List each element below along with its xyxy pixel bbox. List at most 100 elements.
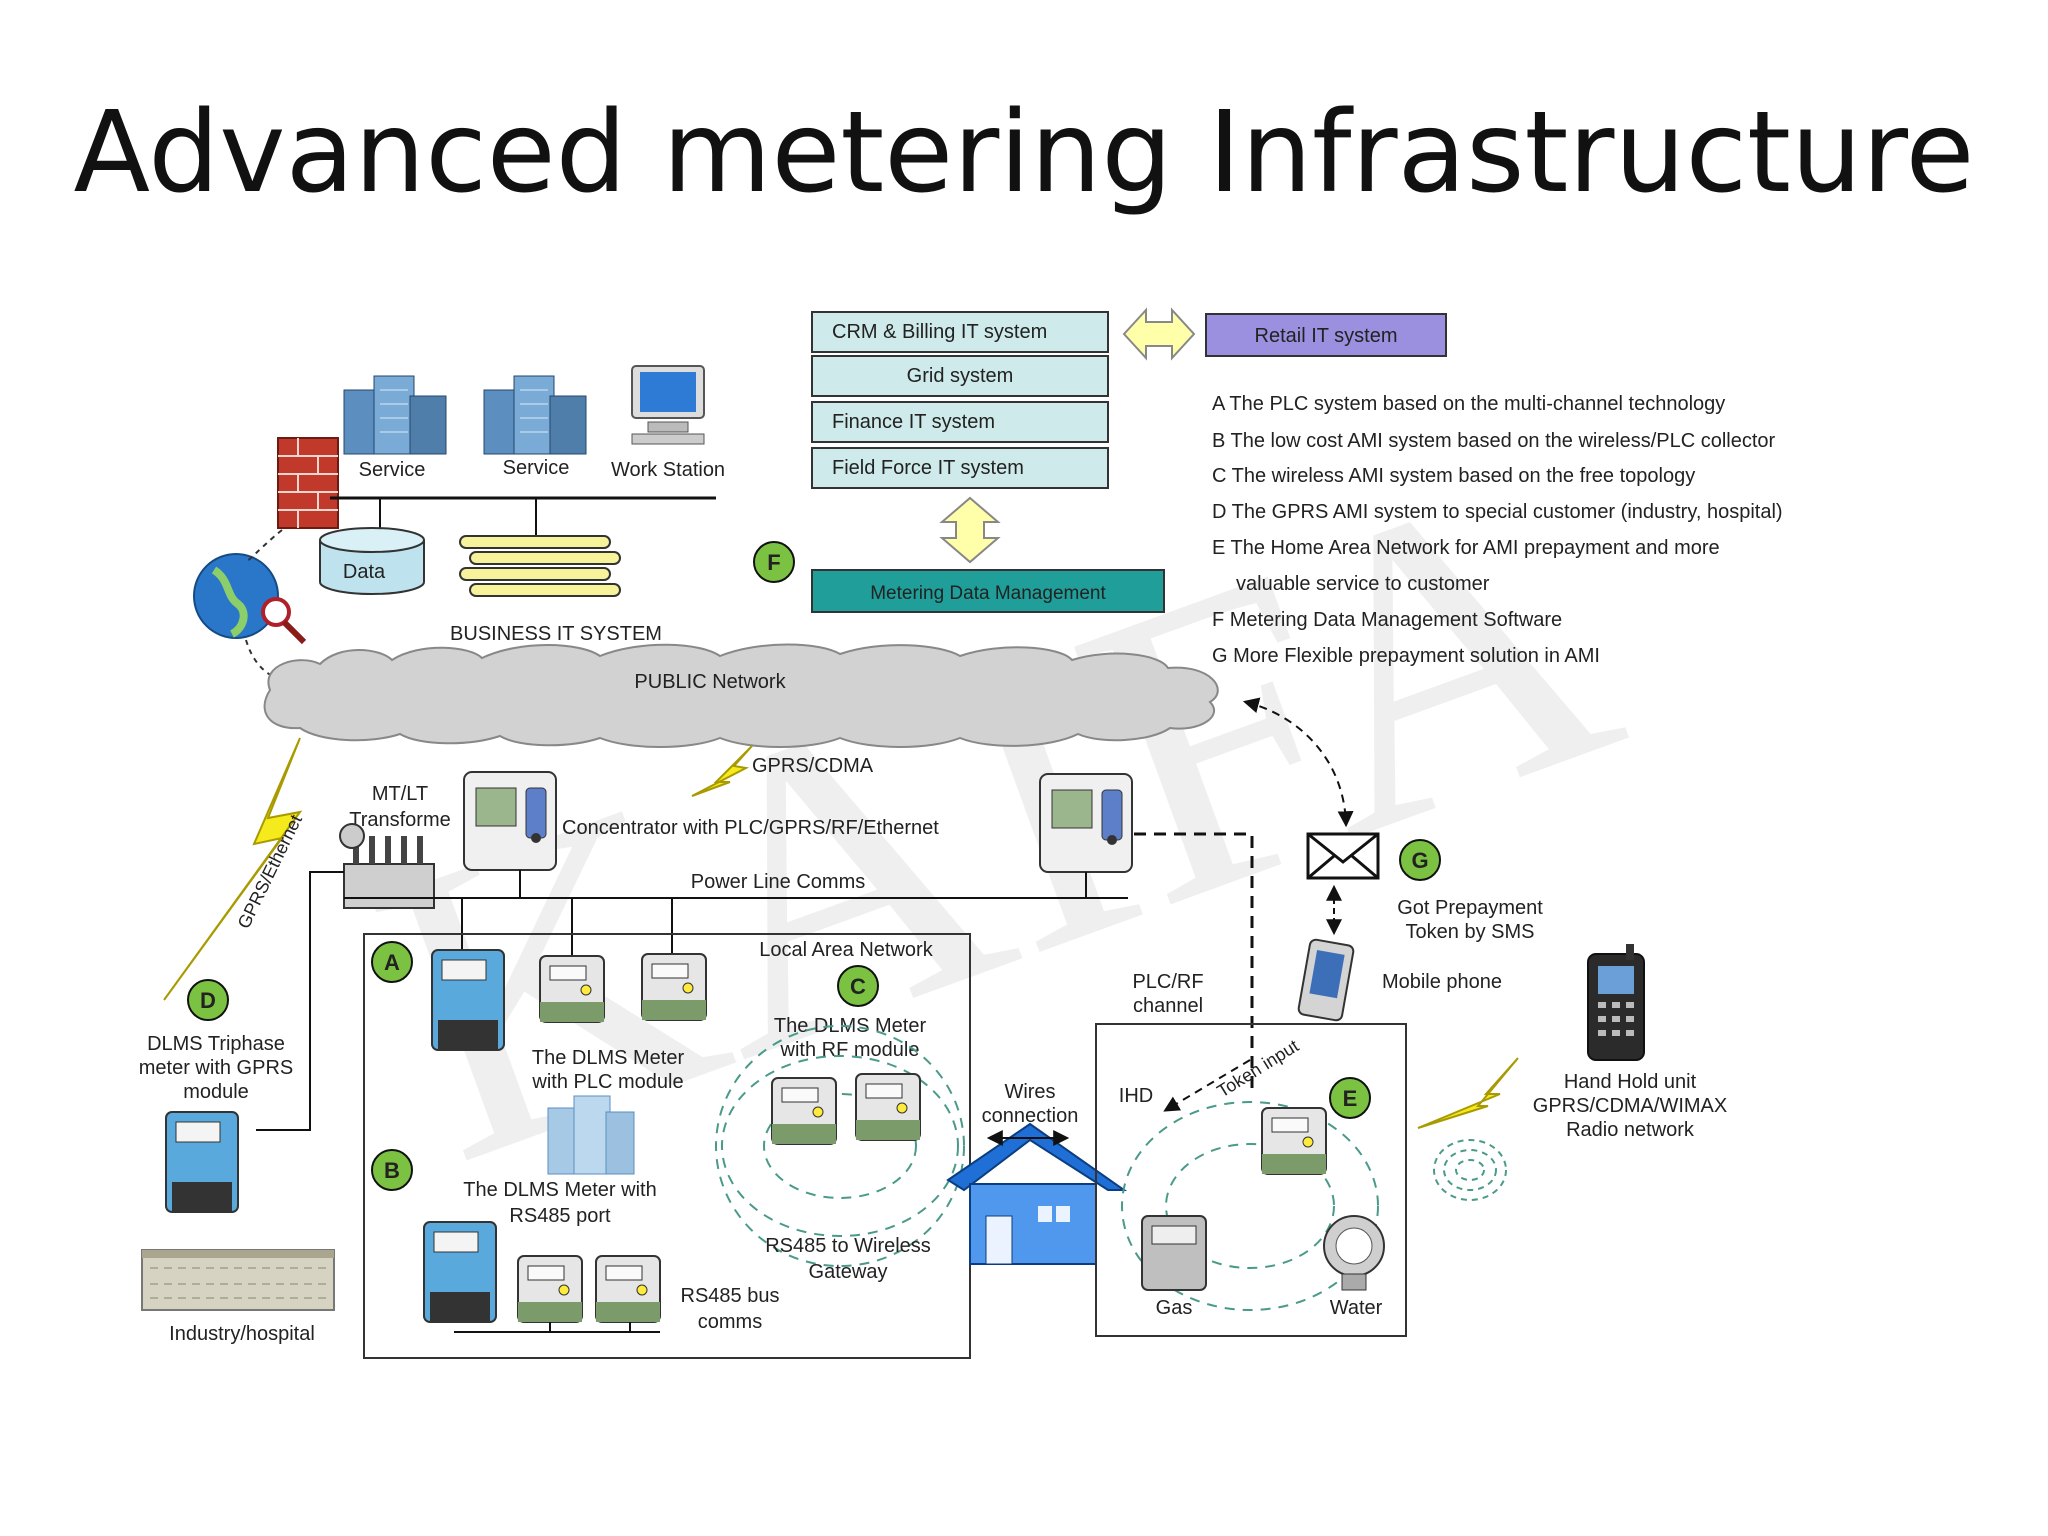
gas-label: Gas (1156, 1297, 1193, 1319)
mdm-label: Metering Data Management (870, 583, 1106, 604)
hand-label-2: GPRS/CDMA/WIMAX (1533, 1095, 1727, 1117)
meter-device-icon[interactable] (517, 1255, 583, 1323)
public-network-label: PUBLIC Network (634, 671, 786, 693)
globe-search-icon (193, 553, 307, 645)
service-label-2: Service (503, 457, 570, 479)
legend-c: C The wireless AMI system based on the f… (1212, 465, 1695, 487)
bus-label-2: comms (698, 1311, 762, 1333)
svg-text:G: G (1411, 848, 1428, 873)
meter-device-icon[interactable] (1261, 1107, 1327, 1175)
badge-a: A (371, 941, 413, 983)
data-label: Data (343, 561, 386, 583)
grid-box[interactable] (811, 355, 1109, 397)
badge-b: B (371, 1149, 413, 1191)
lan-box (363, 933, 971, 1359)
plc-rf-label-1: PLC/RF (1132, 971, 1203, 993)
radio-waves-icon (1433, 1139, 1507, 1201)
meter-device-icon[interactable] (539, 955, 605, 1023)
concentrator-label: Concentrator with PLC/GPRS/RF/Ethernet (562, 817, 939, 839)
grid-label: Grid system (907, 365, 1014, 387)
handheld-unit-icon[interactable] (1587, 944, 1645, 1061)
home-icon (946, 1122, 1128, 1265)
meter-device-icon[interactable] (431, 949, 505, 1051)
han-waves (1121, 1101, 1379, 1311)
gas-meter-icon (1141, 1215, 1207, 1291)
wireless-bolt-icon (1417, 1057, 1519, 1129)
transformer-label-1: MT/LT (372, 783, 428, 805)
public-network-cloud: PUBLIC Network (263, 643, 1219, 748)
wires-label-1: Wires (1004, 1081, 1055, 1103)
svg-text:B: B (384, 1158, 400, 1183)
meter-device-icon[interactable] (423, 1221, 497, 1323)
storage-stack-icon (459, 535, 621, 597)
wireless-bolt-icon (163, 737, 303, 1001)
legend-g: G More Flexible prepayment solution in A… (1212, 645, 1600, 667)
concentrator-device-icon[interactable] (1039, 773, 1133, 873)
meter-device-icon[interactable] (165, 1111, 239, 1213)
gateway-label-1: RS485 to Wireless (765, 1235, 931, 1257)
ihd-label: IHD (1119, 1085, 1153, 1107)
legend-b: B The low cost AMI system based on the w… (1212, 430, 1776, 452)
hand-label-1: Hand Hold unit (1564, 1071, 1697, 1093)
office-building-icon (547, 1095, 635, 1175)
vertical-arrow-icon (939, 496, 1001, 564)
concentrator-device-icon[interactable] (463, 771, 557, 871)
it-systems-stack: CRM & Billing IT system Grid system Fina… (811, 311, 1109, 489)
token-input-label: Token input (1214, 1036, 1303, 1102)
field-force-box[interactable] (811, 447, 1109, 489)
water-meter-icon (1323, 1215, 1385, 1291)
server-building-icon (483, 375, 587, 455)
legend: A The PLC system based on the multi-chan… (1212, 393, 1783, 667)
crm-box[interactable] (811, 311, 1109, 353)
retail-label: Retail IT system (1255, 325, 1398, 347)
finance-box[interactable] (811, 401, 1109, 443)
badge-c: C (837, 965, 879, 1007)
prepay-label-2: Token by SMS (1406, 921, 1535, 943)
d-label-1: DLMS Triphase (147, 1033, 285, 1055)
rf-meter-label-2: with RF module (780, 1039, 920, 1061)
svg-text:A: A (384, 950, 400, 975)
rs485-meter-label-2: RS485 port (509, 1205, 611, 1227)
envelope-icon[interactable] (1306, 832, 1380, 880)
power-line-label: Power Line Comms (691, 871, 866, 893)
svg-text:D: D (200, 988, 216, 1013)
d-label-2: meter with GPRS (139, 1057, 293, 1079)
svg-text:C: C (850, 974, 866, 999)
legend-e2: valuable service to customer (1236, 573, 1490, 595)
water-label: Water (1330, 1297, 1383, 1319)
workstation-label: Work Station (611, 459, 725, 481)
badge-f: F (753, 541, 795, 583)
wireless-bolt-icon (691, 745, 753, 797)
meter-device-icon[interactable] (641, 953, 707, 1021)
han-box (1095, 1023, 1407, 1337)
workstation-icon (631, 365, 705, 445)
meter-device-icon[interactable] (595, 1255, 661, 1323)
rf-waves (715, 1025, 965, 1267)
plc-meter-label-2: with PLC module (531, 1071, 683, 1093)
wires-label-2: connection (982, 1105, 1079, 1127)
mobile-phone-icon[interactable] (1297, 938, 1355, 1022)
svg-text:F: F (767, 550, 780, 575)
business-it-system: Service Service Work Station Data BUSINE… (193, 365, 725, 677)
legend-a: A The PLC system based on the multi-chan… (1212, 393, 1725, 415)
lan-label: Local Area Network (759, 939, 933, 961)
bus-label-1: RS485 bus (681, 1285, 780, 1307)
crm-label: CRM & Billing IT system (832, 321, 1047, 343)
legend-e1: E The Home Area Network for AMI prepayme… (1212, 537, 1720, 559)
d-label-3: module (183, 1081, 249, 1103)
hospital-building-icon (141, 1249, 335, 1311)
meter-device-icon[interactable] (771, 1077, 837, 1145)
mdm-box[interactable] (811, 569, 1165, 613)
meter-device-icon[interactable] (855, 1073, 921, 1141)
transformer-label-2: Transforme (349, 809, 451, 831)
business-caption: BUSINESS IT SYSTEM (450, 623, 662, 645)
transformer-icon (339, 823, 435, 909)
rs485-meter-label-1: The DLMS Meter with (463, 1179, 656, 1201)
badge-e: E (1329, 1077, 1371, 1119)
service-label-1: Service (359, 459, 426, 481)
gprs-cdma-label: GPRS/CDMA (752, 755, 874, 777)
mobile-label: Mobile phone (1382, 971, 1502, 993)
retail-box[interactable] (1205, 313, 1447, 357)
firewall-icon (277, 437, 339, 529)
